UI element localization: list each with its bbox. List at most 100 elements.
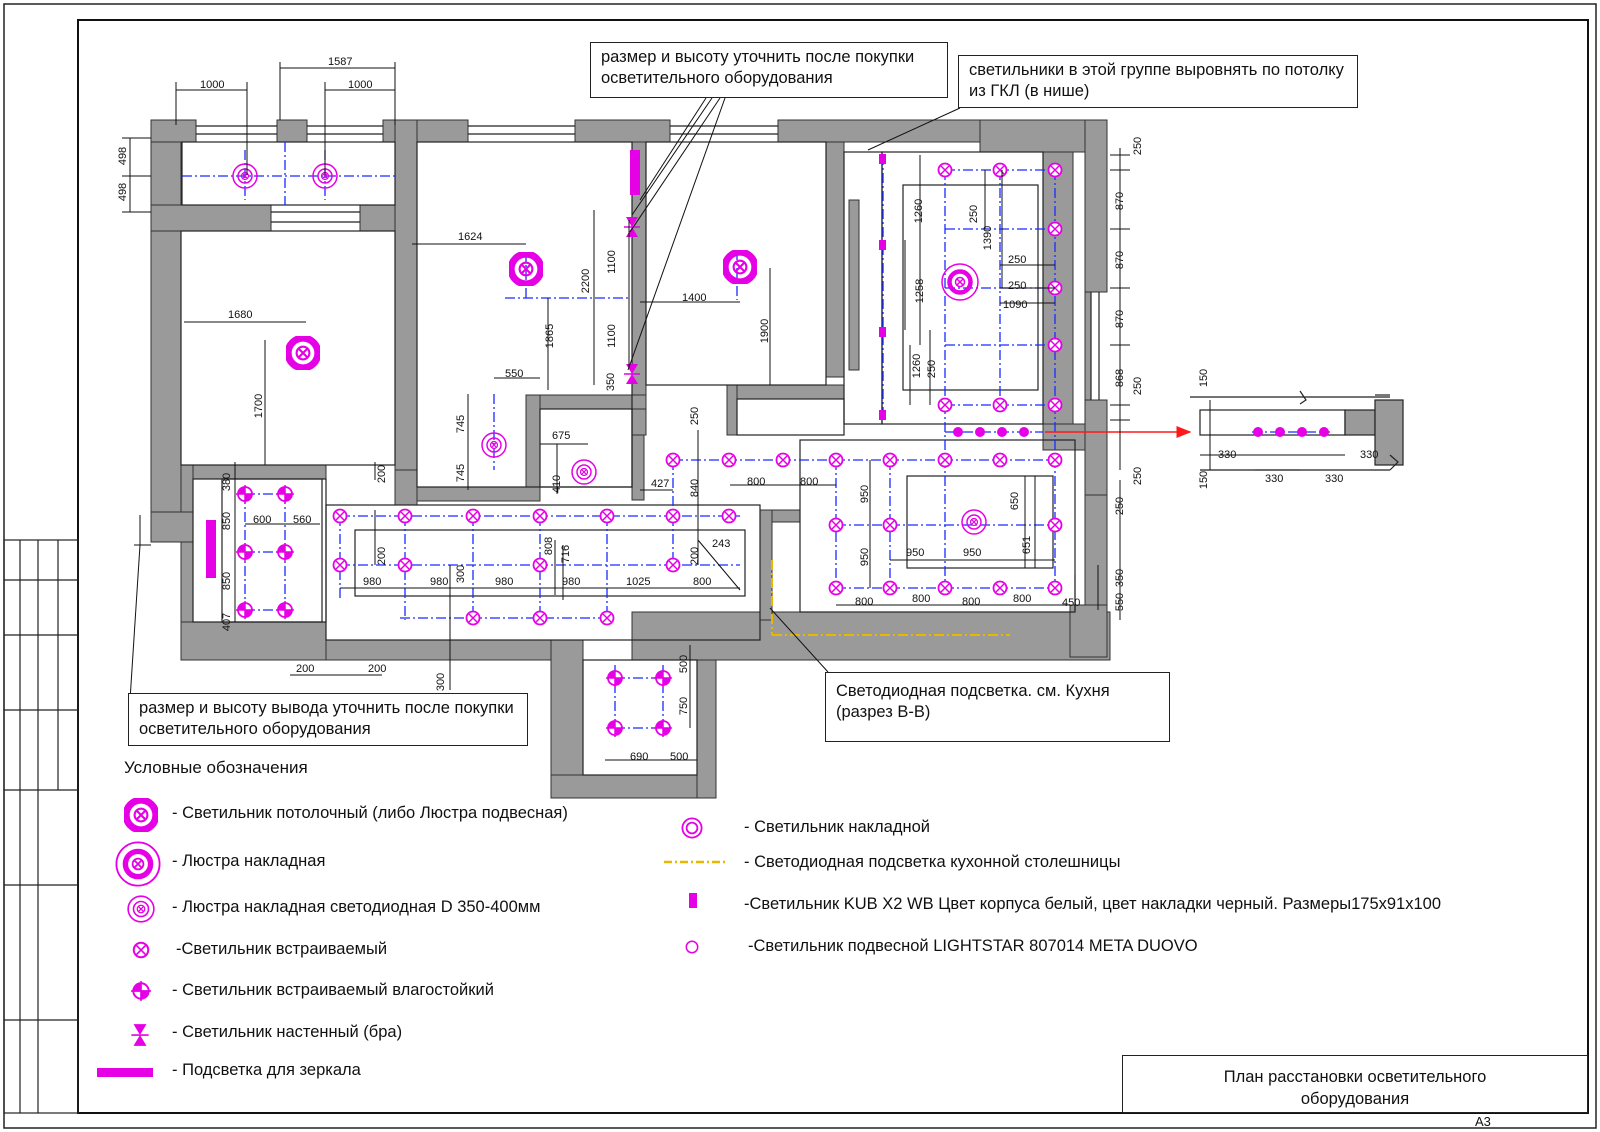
dim-label: 1680 xyxy=(228,309,253,321)
dim-label: 808 xyxy=(543,536,556,556)
dim-label: 1587 xyxy=(328,56,353,68)
dim-label: 950 xyxy=(963,547,982,559)
dim-label: 1900 xyxy=(759,318,772,344)
dim-label: 716 xyxy=(560,544,573,564)
legend-led-chandelier: - Люстра накладная светодиодная D 350-40… xyxy=(172,898,541,916)
dim-label: 1400 xyxy=(682,292,707,304)
dim-label: 300 xyxy=(455,564,468,584)
dim-label: 800 xyxy=(693,576,712,588)
dim-label: 200 xyxy=(368,663,387,675)
dim-label: 800 xyxy=(855,596,874,608)
dim-label: 980 xyxy=(495,576,514,588)
dim-label: 1100 xyxy=(605,250,618,274)
dim-label: 250 xyxy=(926,359,939,379)
legend-surface-light: - Светильник накладной xyxy=(744,818,930,836)
dim-label: 800 xyxy=(962,596,981,608)
dim-label: 250 xyxy=(1132,136,1145,156)
dim-label: 1865 xyxy=(544,323,557,349)
dim-label: 250 xyxy=(1114,496,1127,516)
title-block: План расстановки осветительного оборудов… xyxy=(1122,1055,1588,1113)
legend-mirror-backlight: - Подсветка для зеркала xyxy=(172,1061,361,1079)
dim-label: 330 xyxy=(1218,449,1237,461)
legend-wall-sconce: - Светильник настенный (бра) xyxy=(172,1023,403,1041)
dim-label: 200 xyxy=(296,663,315,675)
dim-label: 868 xyxy=(1114,368,1127,388)
legend-ceiling-light: - Светильник потолочный (либо Люстра под… xyxy=(172,804,568,822)
dim-label: 550 xyxy=(505,368,524,380)
mirror-backlight xyxy=(206,150,640,578)
dim-label: 690 xyxy=(630,751,649,763)
dim-label: 750 xyxy=(678,696,691,716)
note-clarify-size: размер и высоту уточнить после покупки о… xyxy=(590,42,948,98)
dim-label: 250 xyxy=(1008,280,1027,292)
dim-label: 870 xyxy=(1114,191,1127,211)
dim-label: 150 xyxy=(1198,368,1211,388)
dim-label: 550 xyxy=(1114,592,1127,612)
dim-label: 1260 xyxy=(911,353,924,379)
dim-label: 330 xyxy=(1325,473,1344,485)
dim-label: 870 xyxy=(1114,250,1127,270)
dim-label: 675 xyxy=(552,430,571,442)
dim-label: 1000 xyxy=(200,79,225,91)
dim-label: 500 xyxy=(670,751,689,763)
sheet-format: А3 xyxy=(1475,1114,1491,1129)
dim-label: 600 xyxy=(253,514,272,526)
dim-label: 1700 xyxy=(253,393,266,419)
dim-label: 1000 xyxy=(348,79,373,91)
led-strip-kitchen xyxy=(771,560,1010,636)
dim-label: 410 xyxy=(551,474,564,494)
dim-label: 200 xyxy=(376,546,389,566)
dim-label: 1025 xyxy=(626,576,651,588)
dim-label: 850 xyxy=(221,571,234,591)
dim-label: 1260 xyxy=(913,198,926,224)
dim-label: 350 xyxy=(1114,568,1127,588)
dimension-lines xyxy=(122,62,1345,761)
legend-pendant: -Светильник подвесной LIGHTSTAR 807014 M… xyxy=(748,937,1198,955)
dim-label: 1624 xyxy=(458,231,483,243)
dim-label: 243 xyxy=(712,538,731,550)
dim-label: 200 xyxy=(376,464,389,484)
legend-kub: -Светильник KUB X2 WB Цвет корпуса белый… xyxy=(744,895,1442,913)
dim-label: 950 xyxy=(859,547,872,567)
dim-label: 800 xyxy=(1013,593,1032,605)
dim-label: 250 xyxy=(1132,466,1145,486)
dim-label: 380 xyxy=(221,472,234,492)
dim-label: 980 xyxy=(363,576,382,588)
dim-label: 800 xyxy=(747,476,766,488)
dim-label: 300 xyxy=(435,672,448,692)
legend-recessed: -Светильник встраиваемый xyxy=(176,940,388,958)
pendant-row xyxy=(953,427,1329,437)
dim-label: 651 xyxy=(1021,535,1034,555)
dim-label: 407 xyxy=(221,612,234,632)
dim-label: 560 xyxy=(293,514,312,526)
dim-label: 980 xyxy=(430,576,449,588)
dim-label: 450 xyxy=(1062,597,1081,609)
dim-label: 800 xyxy=(912,593,931,605)
legend-surface-chandelier: - Люстра накладная xyxy=(172,852,326,870)
dim-label: 800 xyxy=(800,476,819,488)
kub-fixtures xyxy=(879,154,886,420)
dim-label: 498 xyxy=(117,182,130,202)
dim-label: 950 xyxy=(859,484,872,504)
dim-label: 330 xyxy=(1360,449,1379,461)
dim-label: 840 xyxy=(689,478,702,498)
dim-label: 500 xyxy=(678,654,691,674)
note-align-gkl: светильники в этой группе выровнять по п… xyxy=(958,55,1358,108)
note-output-height: размер и высоту вывода уточнить после по… xyxy=(128,693,528,746)
dim-label: 1100 xyxy=(605,324,618,348)
dim-label: 250 xyxy=(689,406,702,426)
legend-title: Условные обозначения xyxy=(124,758,308,777)
dim-label: 427 xyxy=(651,478,670,490)
dim-label: 498 xyxy=(117,146,130,166)
dim-label: 745 xyxy=(455,414,468,434)
dim-label: 200 xyxy=(689,546,702,566)
dim-label: 250 xyxy=(1132,376,1145,396)
dim-label: 150 xyxy=(1198,470,1211,490)
legend-led-countertop: - Светодиодная подсветка кухонной столеш… xyxy=(744,853,1121,871)
dim-label: 870 xyxy=(1114,309,1127,329)
legend-wet-recessed: - Светильник встраиваемый влагостойкий xyxy=(172,981,494,999)
dim-label: 250 xyxy=(968,204,981,224)
dim-label: 650 xyxy=(1009,491,1022,511)
dim-label: 1390 xyxy=(982,225,995,251)
